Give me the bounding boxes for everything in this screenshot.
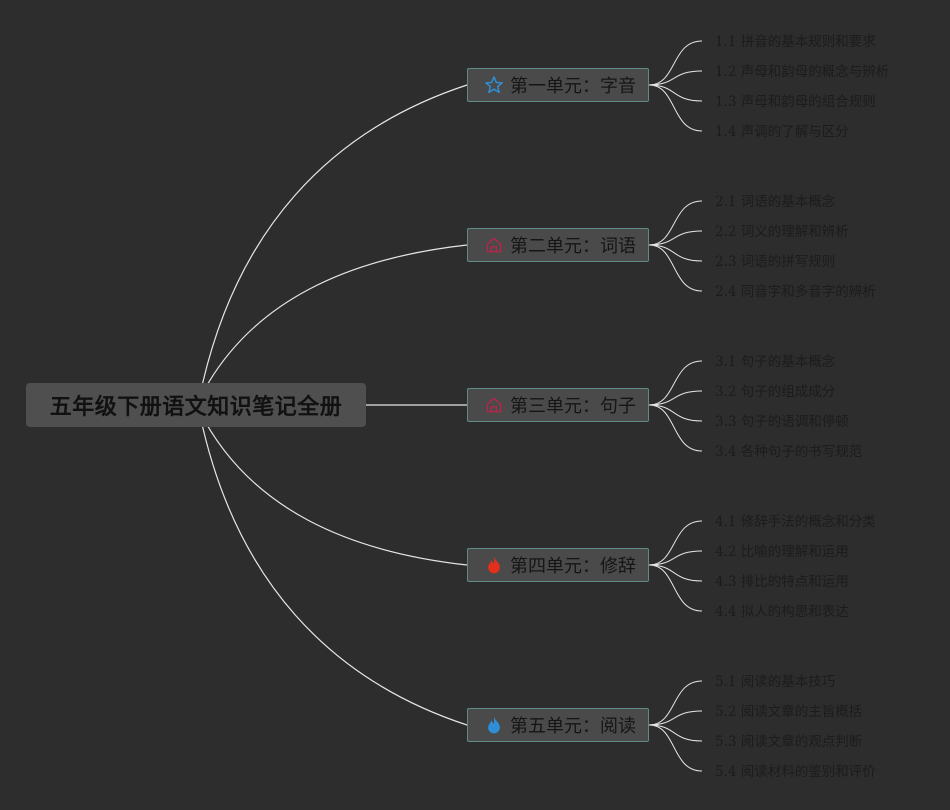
leaf-topic[interactable]: 3.4 各种句子的书写规范: [715, 444, 863, 460]
branch-label: 第二单元：词语: [510, 236, 636, 257]
leaf-topic[interactable]: 1.2 声母和韵母的概念与辨析: [715, 64, 890, 80]
leaf-topic[interactable]: 1.4 声调的了解与区分: [715, 124, 849, 140]
branch-node-unit-5[interactable]: 第五单元：阅读: [467, 708, 649, 742]
leaf-topic[interactable]: 5.4 阅读材料的鉴别和评价: [715, 764, 876, 780]
branch-node-unit-3[interactable]: 第三单元：句子: [467, 388, 649, 422]
leaf-topic[interactable]: 3.1 句子的基本概念: [715, 354, 836, 370]
leaf-topic[interactable]: 4.3 排比的特点和运用: [715, 574, 849, 590]
star-outline-icon: [484, 75, 504, 95]
leaf-topic[interactable]: 2.3 词语的拼写规则: [715, 254, 836, 270]
leaf-topic[interactable]: 3.2 句子的组成成分: [715, 384, 836, 400]
branch-node-unit-2[interactable]: 第二单元：词语: [467, 228, 649, 262]
branch-label: 第五单元：阅读: [510, 716, 636, 737]
leaf-topic[interactable]: 5.2 阅读文章的主旨概括: [715, 704, 863, 720]
leaf-topic[interactable]: 4.2 比喻的理解和运用: [715, 544, 849, 560]
leaf-topic[interactable]: 4.1 修辞手法的概念和分类: [715, 514, 876, 530]
branch-label: 第四单元：修辞: [510, 556, 636, 577]
root-node[interactable]: 五年级下册语文知识笔记全册: [26, 383, 366, 427]
leaf-topic[interactable]: 5.3 阅读文章的观点判断: [715, 734, 863, 750]
branch-label: 第三单元：句子: [510, 396, 636, 417]
leaf-topic[interactable]: 2.2 词义的理解和辨析: [715, 224, 849, 240]
flame-icon: [484, 555, 504, 575]
leaf-topic[interactable]: 4.4 拟人的构思和表达: [715, 604, 849, 620]
leaf-topic[interactable]: 2.1 词语的基本概念: [715, 194, 836, 210]
house-outline-icon: [484, 395, 504, 415]
root-title: 五年级下册语文知识笔记全册: [49, 395, 343, 420]
leaf-topic[interactable]: 2.4 同音字和多音字的辨析: [715, 284, 876, 300]
leaf-topic[interactable]: 5.1 阅读的基本技巧: [715, 674, 836, 690]
branch-label: 第一单元：字音: [510, 76, 636, 97]
branch-node-unit-4[interactable]: 第四单元：修辞: [467, 548, 649, 582]
house-outline-icon: [484, 235, 504, 255]
leaf-topic[interactable]: 1.1 拼音的基本规则和要求: [715, 34, 876, 50]
flame-icon: [484, 715, 504, 735]
branch-node-unit-1[interactable]: 第一单元：字音: [467, 68, 649, 102]
leaf-topic[interactable]: 1.3 声母和韵母的组合规则: [715, 94, 876, 110]
leaf-topic[interactable]: 3.3 句子的语调和停顿: [715, 414, 849, 430]
